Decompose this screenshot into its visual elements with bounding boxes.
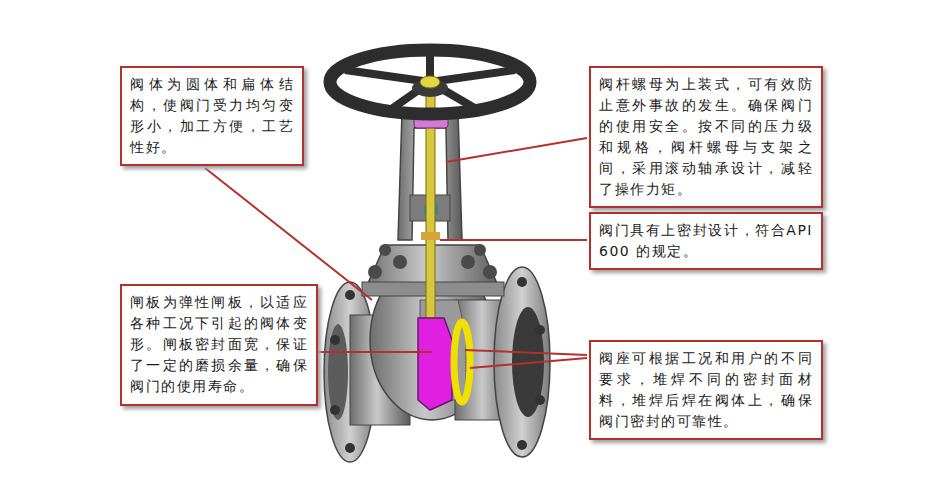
seat-ring	[454, 322, 470, 402]
leader-lines	[319, 351, 432, 353]
handwheel	[420, 76, 440, 88]
valve-body	[517, 277, 527, 287]
bonnet	[393, 255, 407, 269]
leader-lines	[205, 168, 372, 300]
callout-box: 闸板为弹性闸板，以适应各种工况下引起的阀体变形。闸板密封面宽，保证了一定的磨损余…	[120, 284, 318, 406]
valve-body	[324, 260, 550, 462]
callout-box: 阀杆螺母为上装式，可有效防止意外事故的发生。确保阀门的使用安全。按不同的压力级和…	[589, 66, 823, 208]
valve-body	[535, 325, 545, 335]
valve-body	[345, 290, 355, 300]
handwheel	[330, 50, 530, 114]
bonnet	[474, 244, 486, 256]
stem	[421, 232, 440, 240]
handwheel	[430, 70, 515, 82]
callout-text: 阀门具有上密封设计，符合API600 的规定。	[599, 220, 813, 262]
gate	[418, 318, 452, 410]
handwheel	[330, 50, 530, 114]
valve-body	[330, 405, 340, 415]
gate	[418, 318, 452, 410]
valve-body	[345, 443, 355, 453]
seat-ring	[454, 322, 470, 402]
valve-body	[328, 324, 348, 420]
bonnet	[368, 265, 382, 279]
leader-lines	[440, 239, 587, 241]
leader-lines	[470, 358, 587, 368]
callout-text: 阀杆螺母为上装式，可有效防止意外事故的发生。确保阀门的使用安全。按不同的压力级和…	[599, 74, 813, 200]
valve-body	[517, 440, 527, 450]
callout-box: 阀体为圆体和扁体结构，使阀门受力均匀变形小，加工方便，工艺性好。	[120, 66, 304, 166]
callout-text: 闸板为弹性闸板，以适应各种工况下引起的阀体变形。闸板密封面宽，保证了一定的磨损余…	[130, 292, 308, 397]
callout-box: 阀座可根据工况和用户的不同要求，堆焊不同的密封面材料，堆焊后焊在阀体上，确保阀门…	[589, 340, 823, 440]
callout-text: 阀座可根据工况和用户的不同要求，堆焊不同的密封面材料，堆焊后焊在阀体上，确保阀门…	[599, 348, 813, 432]
bonnet	[461, 255, 475, 269]
leader-lines	[465, 350, 587, 355]
valve-body	[330, 335, 340, 345]
bonnet	[483, 265, 497, 279]
leader-lines	[446, 138, 587, 162]
handwheel	[345, 70, 430, 82]
bonnet	[379, 244, 391, 256]
callout-text: 阀体为圆体和扁体结构，使阀门受力均匀变形小，加工方便，工艺性好。	[130, 74, 294, 158]
callout-box: 阀门具有上密封设计，符合API600 的规定。	[589, 212, 823, 270]
valve-body	[535, 395, 545, 405]
